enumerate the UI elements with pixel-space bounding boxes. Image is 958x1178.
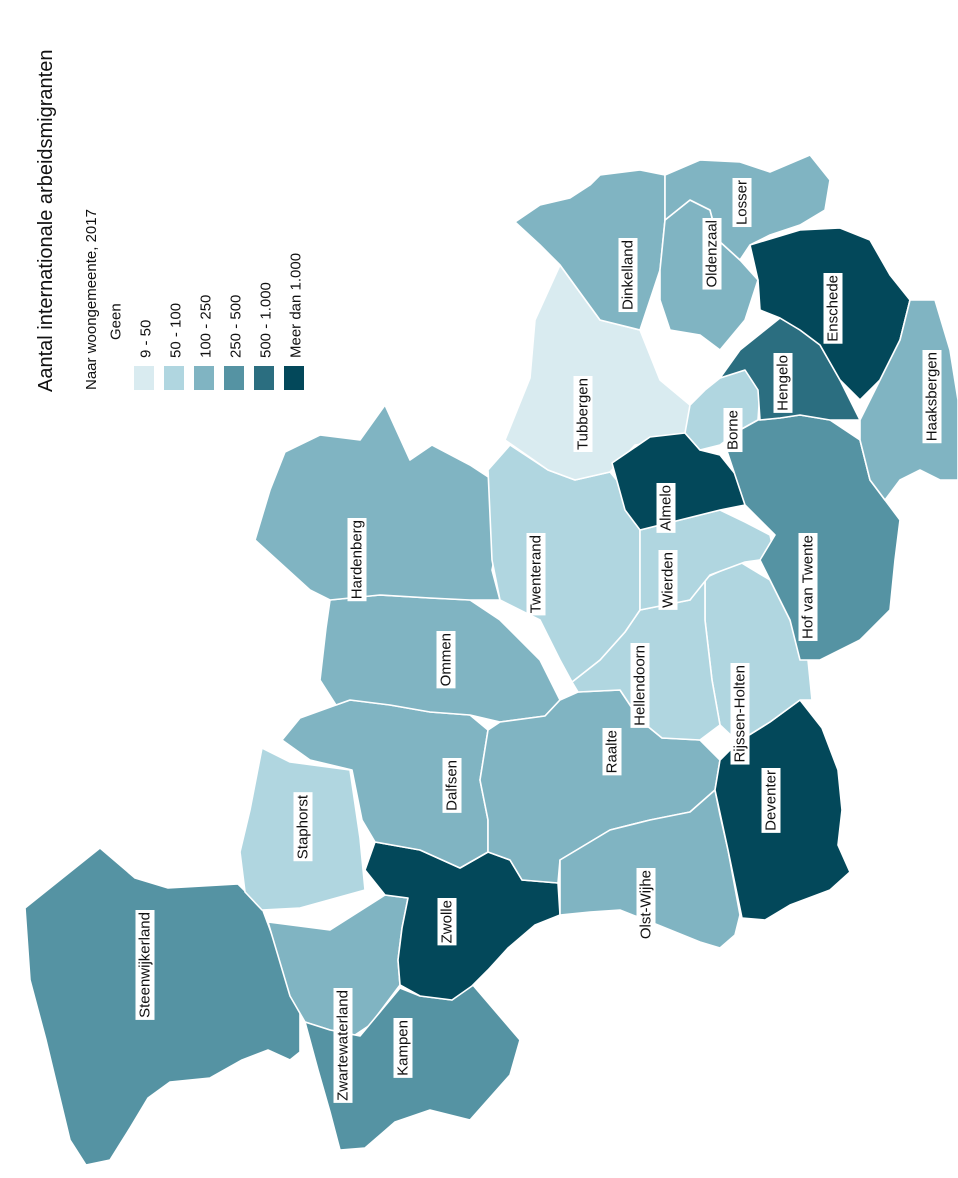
label-group-hof-van-twente: Hof van Twente <box>798 533 818 641</box>
map-title: Aantal internationale arbeidsmigranten <box>35 50 57 392</box>
legend-swatch-100-250 <box>194 366 214 390</box>
label-group-borne: Borne <box>723 408 743 453</box>
legend-label-50-100: 50 - 100 <box>168 303 185 358</box>
label-background <box>442 758 462 813</box>
legend-label-500-1-000: 500 - 1.000 <box>258 282 275 358</box>
label-group-twenterand: Twenterand <box>526 533 546 616</box>
municipality-label-steenwijkerland: Steenwijkerland <box>137 912 154 1018</box>
label-background <box>630 643 650 728</box>
label-background <box>823 273 843 344</box>
label-group-haaksbergen: Haaksbergen <box>922 350 942 444</box>
legend-label-9-50: 9 - 50 <box>138 320 155 358</box>
municipality-label-raalte: Raalte <box>604 730 621 773</box>
municipality-label-kampen: Kampen <box>395 1020 412 1076</box>
label-group-dalfsen: Dalfsen <box>442 758 462 813</box>
legend-swatch-50-100 <box>164 366 184 390</box>
municipality-label-hardenberg: Hardenberg <box>349 520 366 599</box>
municipality-label-hengelo: Hengelo <box>775 355 792 411</box>
municipality-label-zwartewaterland: Zwartewaterland <box>335 990 352 1101</box>
municipality-label-oldenzaal: Oldenzaal <box>704 220 721 288</box>
municipality-label-rijssen-holten: Rijssen-Holten <box>732 665 749 763</box>
label-group-steenwijkerland: Steenwijkerland <box>135 910 155 1020</box>
label-group-deventer: Deventer <box>761 768 781 833</box>
municipality-label-ommen: Ommen <box>438 633 455 686</box>
label-group-hardenberg: Hardenberg <box>347 518 367 602</box>
label-background <box>656 483 676 533</box>
municipality-label-olst-wijhe: Olst-Wijhe <box>638 870 655 939</box>
label-background <box>347 518 367 602</box>
label-group-kampen: Kampen <box>393 1018 413 1078</box>
label-background <box>732 178 752 228</box>
map-subtitle: Naar woongemeente, 2017 <box>83 209 100 390</box>
label-background <box>761 768 781 833</box>
label-group-hellendoorn: Hellendoorn <box>630 643 650 728</box>
municipality-dinkelland <box>514 169 666 331</box>
municipality-label-almelo: Almelo <box>658 485 675 531</box>
label-background <box>702 218 722 290</box>
label-background <box>730 663 750 765</box>
label-group-staphorst: Staphorst <box>293 792 313 862</box>
label-group-losser: Losser <box>732 178 752 228</box>
municipality-label-wierden: Wierden <box>660 552 677 608</box>
legend-swatch-500-1-000 <box>254 366 274 390</box>
label-group-enschede: Enschede <box>823 273 843 344</box>
label-group-rijssen-holten: Rijssen-Holten <box>730 663 750 765</box>
label-background <box>393 1018 413 1078</box>
label-group-zwartewaterland: Zwartewaterland <box>333 988 353 1103</box>
municipality-label-enschede: Enschede <box>825 275 842 342</box>
label-group-zwolle: Zwolle <box>437 898 457 946</box>
label-background <box>333 988 353 1103</box>
municipality-steenwijkerland <box>24 847 301 1166</box>
label-group-dinkelland: Dinkelland <box>618 238 638 313</box>
municipality-label-deventer: Deventer <box>763 770 780 831</box>
label-background <box>723 408 743 453</box>
municipality-label-staphorst: Staphorst <box>295 794 312 859</box>
label-background <box>437 898 457 946</box>
municipality-label-tubbergen: Tubbergen <box>575 378 592 450</box>
municipality-label-zwolle: Zwolle <box>439 900 456 943</box>
municipality-label-borne: Borne <box>725 410 742 450</box>
legend: Aantal internationale arbeidsmigranten N… <box>35 50 305 392</box>
label-group-ommen: Ommen <box>436 631 456 689</box>
legend-swatch-9-50 <box>134 366 154 390</box>
legend-swatch-meer-dan-1-000 <box>284 366 304 390</box>
label-background <box>658 550 678 610</box>
legend-label-geen: Geen <box>108 303 125 340</box>
label-background <box>602 728 622 776</box>
label-group-hengelo: Hengelo <box>773 353 793 413</box>
label-background <box>135 910 155 1020</box>
label-background <box>798 533 818 641</box>
label-group-oldenzaal: Oldenzaal <box>702 218 722 290</box>
municipality-label-hellendoorn: Hellendoorn <box>632 645 649 726</box>
legend-label-100-250: 100 - 250 <box>198 295 215 358</box>
label-group-olst-wijhe: Olst-Wijhe <box>636 868 656 942</box>
label-group-raalte: Raalte <box>602 728 622 776</box>
legend-label-250-500: 250 - 500 <box>228 295 245 358</box>
label-background <box>636 868 656 942</box>
label-background <box>618 238 638 313</box>
municipality-shapes <box>24 154 958 1166</box>
municipality-hardenberg <box>254 404 509 601</box>
label-background <box>773 353 793 413</box>
label-background <box>573 376 593 452</box>
label-background <box>436 631 456 689</box>
municipality-label-dinkelland: Dinkelland <box>620 240 637 310</box>
municipality-label-losser: Losser <box>734 180 751 225</box>
label-group-almelo: Almelo <box>656 483 676 533</box>
legend-swatch-250-500 <box>224 366 244 390</box>
label-background <box>922 350 942 444</box>
label-background <box>526 533 546 616</box>
municipality-label-haaksbergen: Haaksbergen <box>924 352 941 441</box>
municipality-label-dalfsen: Dalfsen <box>444 760 461 811</box>
municipality-label-twenterand: Twenterand <box>528 535 545 613</box>
municipality-label-hof-van-twente: Hof van Twente <box>800 535 817 639</box>
legend-label-meer-dan-1-000: Meer dan 1.000 <box>288 253 305 358</box>
label-group-tubbergen: Tubbergen <box>573 376 593 452</box>
label-group-wierden: Wierden <box>658 550 678 610</box>
label-background <box>293 792 313 862</box>
